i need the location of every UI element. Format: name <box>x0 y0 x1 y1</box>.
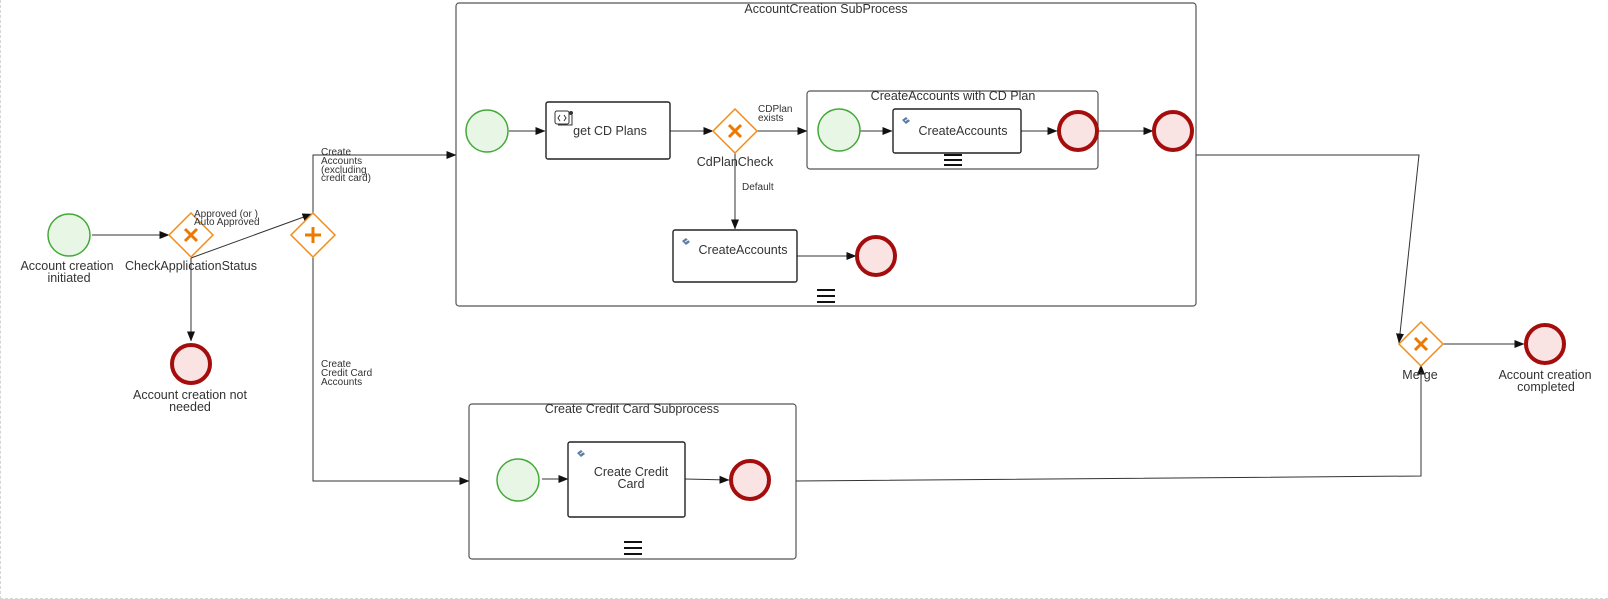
flow-default-label: Default <box>742 182 774 193</box>
flow-create-accounts-label-3: (excluding <box>321 165 367 176</box>
end-event-completed[interactable] <box>1524 323 1566 365</box>
start-event-label-1: Account creation <box>20 259 113 273</box>
menu-icon[interactable] <box>624 541 642 555</box>
task-create-credit-card[interactable]: Create Credit Card <box>567 441 686 518</box>
exclusive-x-icon <box>183 227 199 243</box>
end-not-needed-label-2: needed <box>169 400 211 414</box>
end-event-cd-task[interactable] <box>1057 110 1099 152</box>
flow-account-creation-to-merge[interactable] <box>1196 154 1420 344</box>
start-event-cd-plan[interactable] <box>817 108 861 152</box>
gateway-parallel[interactable] <box>289 211 337 259</box>
flow-parallel-to-account-creation[interactable] <box>312 151 457 213</box>
flow-create-accounts-label-1: Create <box>321 147 351 158</box>
gateway-cdplancheck-label: CdPlanCheck <box>697 155 774 169</box>
end-event-account-subprocess[interactable] <box>1152 110 1194 152</box>
task-create-credit-card-label-2: Card <box>617 477 644 491</box>
flow-cc-task-to-end[interactable] <box>684 475 730 484</box>
flow-parallel-to-credit-card[interactable] <box>312 257 470 485</box>
task-create-accounts-inner[interactable]: CreateAccounts <box>892 108 1022 154</box>
flow-create-cc-label-2: Credit Card <box>321 368 372 379</box>
gateway-check-label: CheckApplicationStatus <box>125 259 257 273</box>
service-task-icon <box>902 117 910 124</box>
task-create-accounts-default-label: CreateAccounts <box>699 243 788 257</box>
parallel-plus-icon <box>305 227 321 243</box>
service-task-icon <box>577 450 585 457</box>
flow-credit-card-to-merge[interactable] <box>795 364 1425 482</box>
start-event-label-2: initiated <box>47 271 90 285</box>
menu-icon[interactable] <box>817 289 835 303</box>
gateway-cd-plan-check[interactable] <box>711 107 759 155</box>
service-task-icon <box>682 238 690 245</box>
flow-approved-label-2: Auto Approved <box>194 217 260 228</box>
end-event-credit-card[interactable] <box>729 459 771 501</box>
task-get-cd-plans-label: get CD Plans <box>573 124 647 138</box>
sequence-flows <box>92 127 1525 485</box>
task-create-accounts-default[interactable]: CreateAccounts <box>672 229 798 283</box>
start-event-credit-card[interactable] <box>496 458 540 502</box>
gateway-merge-label: Merge <box>1402 368 1437 382</box>
start-event-account-subprocess[interactable] <box>465 109 509 153</box>
task-get-cd-plans[interactable]: get CD Plans <box>545 101 671 160</box>
end-not-needed-label-1: Account creation not <box>133 388 247 402</box>
end-completed-label-1: Account creation <box>1498 368 1591 382</box>
flow-cdplan-exists-label-1: CDPlan <box>758 104 792 115</box>
subprocess-account-creation-title: AccountCreation SubProcess <box>744 2 907 16</box>
menu-icon[interactable] <box>944 154 962 166</box>
flow-cdplan-exists-label-2: exists <box>758 113 784 124</box>
end-event-not-needed[interactable] <box>170 343 212 385</box>
subprocess-cd-plan-title: CreateAccounts with CD Plan <box>871 89 1036 103</box>
flow-check-to-parallel[interactable] <box>190 213 313 259</box>
subprocess-credit-card-title: Create Credit Card Subprocess <box>545 402 719 416</box>
flow-create-accounts-label-4: credit card) <box>321 173 371 184</box>
flow-create-cc-label-3: Accounts <box>321 377 362 388</box>
gateway-check-application-status[interactable] <box>167 211 215 259</box>
flow-create-cc-label-1: Create <box>321 359 351 370</box>
flow-create-accounts-label-2: Accounts <box>321 156 362 167</box>
exclusive-x-icon <box>727 123 743 139</box>
script-task-icon <box>554 110 573 126</box>
end-event-default[interactable] <box>855 235 897 277</box>
start-event-account-creation[interactable] <box>47 213 91 257</box>
task-create-credit-card-label-1: Create Credit <box>594 465 669 479</box>
gateway-merge[interactable] <box>1397 320 1445 368</box>
task-create-accounts-inner-label: CreateAccounts <box>919 124 1008 138</box>
exclusive-x-icon <box>1413 336 1429 352</box>
flow-approved-label-1: Approved (or ) <box>194 209 258 220</box>
end-completed-label-2: completed <box>1517 380 1575 394</box>
